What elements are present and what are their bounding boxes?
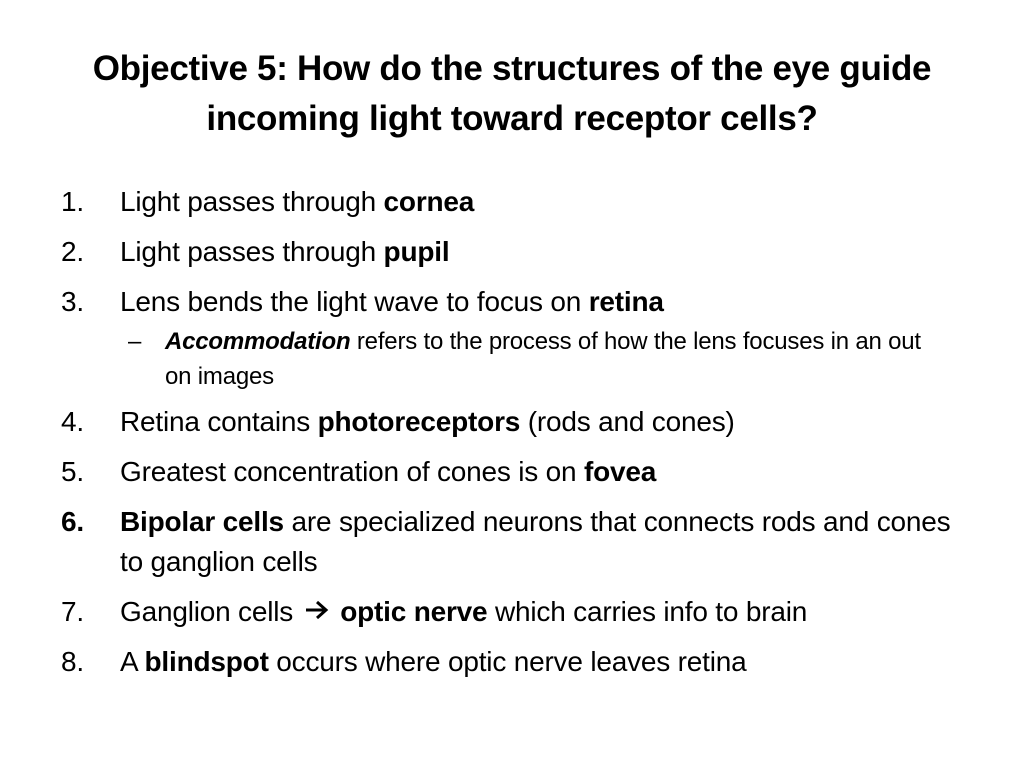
key-term-pupil: pupil <box>383 236 450 267</box>
list-number: 8. <box>61 646 84 677</box>
key-term-fovea: fovea <box>584 456 657 487</box>
list-item-4: 4. Retina contains photoreceptors (rods … <box>0 402 1024 442</box>
item-text-after: (rods and cones) <box>520 406 735 437</box>
list-item-1: 1. Light passes through cornea <box>0 182 1024 222</box>
list-number: 4. <box>61 406 84 437</box>
list-number: 2. <box>61 236 84 267</box>
list-item-3: 3. Lens bends the light wave to focus on… <box>0 282 1024 322</box>
list-number: 5. <box>61 456 84 487</box>
item-text-after: occurs where optic nerve leaves retina <box>268 646 747 677</box>
item-text: A <box>120 646 145 677</box>
slide-title: Objective 5: How do the structures of th… <box>92 49 932 138</box>
item-text-after: which carries info to brain <box>487 596 808 627</box>
list-item-5: 5. Greatest concentration of cones is on… <box>0 452 1024 492</box>
list-number: 7. <box>61 596 84 627</box>
list-number: 1. <box>61 186 84 217</box>
item-text: Lens bends the light wave to focus on <box>120 286 589 317</box>
sub-item-text: refers to the process of how the lens fo… <box>165 328 921 390</box>
list-number: 6. <box>61 506 84 537</box>
list-item-8: 8. A blindspot occurs where optic nerve … <box>0 642 1024 682</box>
list-number: 3. <box>61 286 84 317</box>
key-term-photoreceptors: photoreceptors <box>317 406 521 437</box>
item-text: Ganglion cells <box>120 596 301 627</box>
sub-item-accommodation: – Accommodation refers to the process of… <box>0 324 1024 394</box>
key-term-bipolar-cells: Bipolar cells <box>120 506 284 537</box>
bullet-list: 1. Light passes through cornea 2. Light … <box>0 182 1024 692</box>
sub-bullet-dash: – <box>128 328 142 355</box>
item-text: Light passes through <box>120 236 384 267</box>
item-text-after: are specialized neurons that connects ro… <box>120 506 951 577</box>
right-arrow-icon <box>305 600 328 620</box>
list-item-2: 2. Light passes through pupil <box>0 232 1024 272</box>
key-term-retina: retina <box>588 286 664 317</box>
key-term-blindspot: blindspot <box>144 646 269 677</box>
list-item-6: 6. Bipolar cells are specialized neurons… <box>0 502 1024 582</box>
key-term-accommodation: Accommodation <box>165 328 351 355</box>
key-term-cornea: cornea <box>383 186 475 217</box>
key-term-optic-nerve: optic nerve <box>340 596 488 627</box>
item-text: Greatest concentration of cones is on <box>120 456 584 487</box>
item-text: Retina contains <box>120 406 318 437</box>
list-item-7: 7. Ganglion cells optic nerve which carr… <box>0 592 1024 632</box>
item-text: Light passes through <box>120 186 384 217</box>
